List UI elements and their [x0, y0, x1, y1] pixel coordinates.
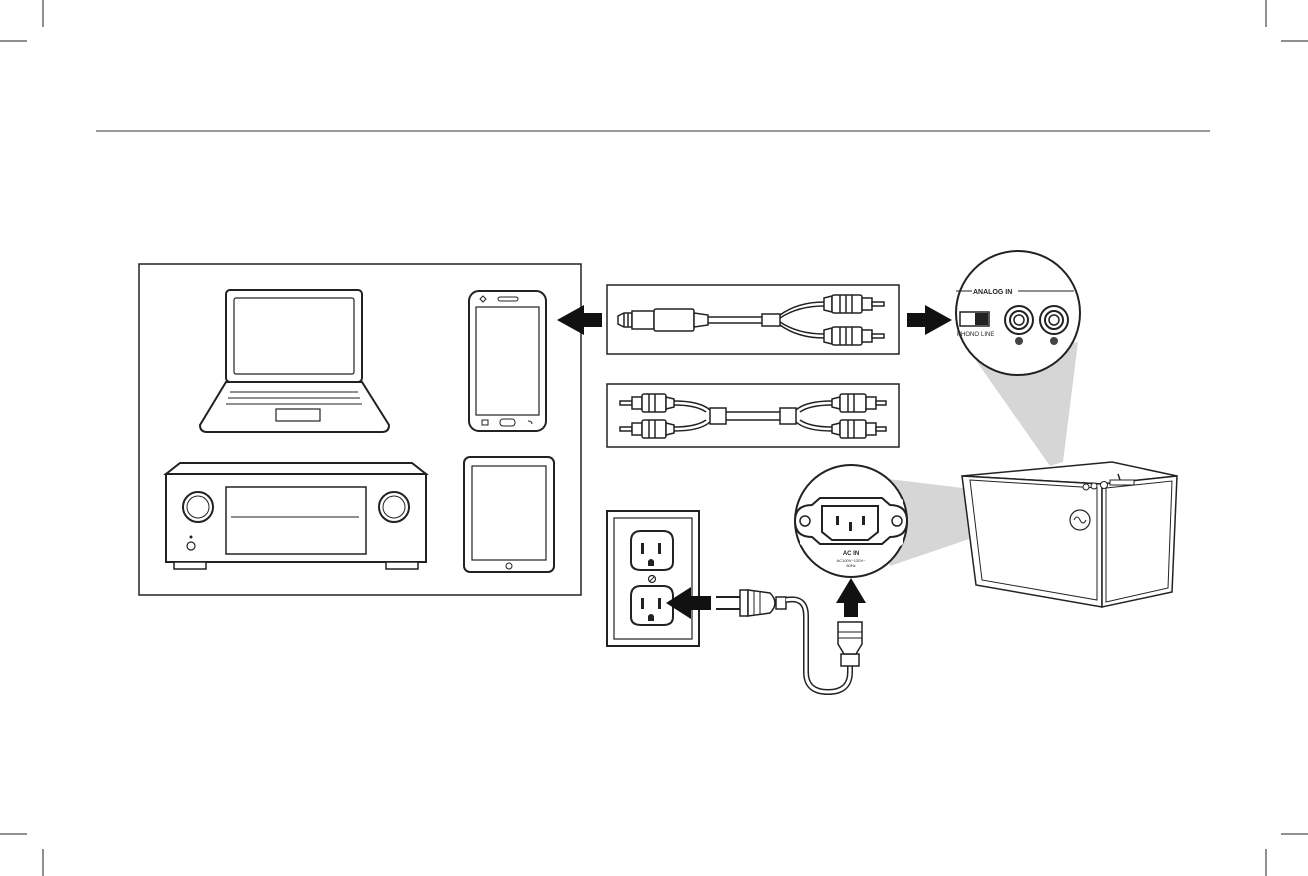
smartphone-icon — [469, 291, 546, 431]
switch-label-line: LINE — [981, 332, 994, 338]
ac-in-callout: AC IN AC100V~120V~ 60Hz — [795, 465, 907, 577]
arrow-icon — [907, 305, 952, 335]
power-cord-icon — [716, 590, 862, 692]
analog-in-title: ANALOG IN — [973, 289, 1012, 296]
speaker-icon — [962, 462, 1177, 607]
arrow-icon — [836, 578, 866, 617]
outlet-icon — [607, 511, 699, 646]
switch-label-phono: PHONO — [957, 332, 979, 338]
tablet-icon — [464, 457, 554, 572]
laptop-icon — [200, 290, 389, 432]
av-receiver-icon — [166, 463, 426, 569]
ac-in-rating-line2: 60Hz — [846, 563, 855, 568]
analog-in-callout: ANALOG IN PHONO LINE — [956, 251, 1080, 375]
ac-in-title: AC IN — [843, 551, 859, 557]
